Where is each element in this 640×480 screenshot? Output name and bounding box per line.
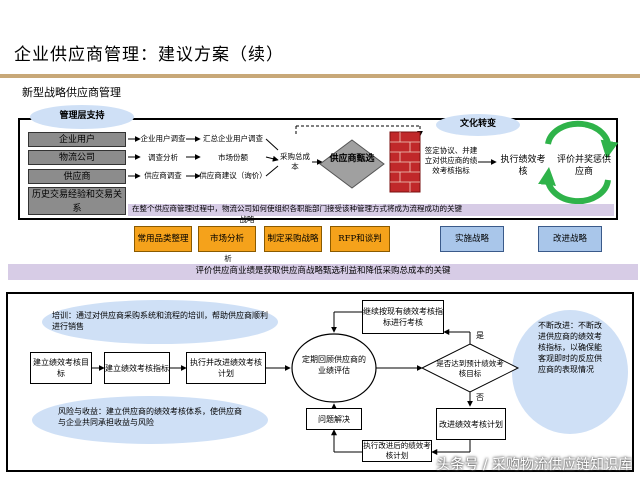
risk-benefit-note: 风险与收益：建立供应商的绩效考核体系，使供应商与企业共同承担收益与风险: [58, 407, 242, 427]
evaluate-suppliers-text: 评价并奖惩供应商: [556, 155, 611, 177]
label-no: 否: [476, 393, 484, 402]
step-implement-strategy: 实施战略: [440, 226, 504, 252]
label-yes: 是: [476, 331, 484, 340]
step-supplier-quote: 供应商建议（询价）: [199, 171, 267, 180]
box-set-targets: 建立绩效考核目标: [30, 352, 92, 384]
step-rfp-negotiation: RFP和谈判: [330, 226, 390, 252]
label-enterprise-users: 企业用户: [28, 132, 126, 147]
overflow-text-1: 战略: [239, 215, 255, 224]
step-market-share: 市场份额: [218, 153, 248, 162]
culture-change-label: 文化转变: [459, 119, 496, 129]
sign-agreement-text: 签定协议、并建立对供应商的绩效考核指标: [424, 146, 478, 175]
box-continue-current: 继续按现有绩效考核指标进行考核: [362, 300, 444, 334]
box-set-indicators: 建立绩效考核指标: [104, 352, 170, 384]
bottom-diagram-frame: [6, 292, 634, 472]
step-improve-strategy: 改进战略: [538, 226, 602, 252]
box-problem-solving: 问题解决: [306, 408, 362, 430]
circle-periodic-review: 定期回顾供应商的业绩评估: [302, 355, 366, 375]
total-cost-label: 采购总成本: [280, 152, 310, 171]
step-market-analysis: 市场分析: [198, 226, 256, 252]
label-logistics-company: 物流公司: [28, 150, 126, 165]
title-divider: [0, 74, 640, 78]
key-evaluation-band: 评价供应商业绩是获取供应商战略甄选利益和降低采购总成本的关键: [8, 264, 638, 280]
key-success-band: 在整个供应商管理过程中，物流公司如何使组织各职能部门接受该种管理方式将成为流程成…: [128, 204, 614, 216]
training-note: 培训：通过对供应商采购系统和流程的培训，帮助供应商顺利进行销售: [52, 311, 268, 331]
mgmt-support-label: 管理层支持: [59, 111, 105, 121]
watermark-text: 头条号 / 采购物流供应链知识库: [436, 457, 632, 473]
page-title: 企业供应商管理：建议方案（续）: [14, 45, 284, 65]
label-suppliers: 供应商: [28, 169, 126, 184]
label-history: 历史交易经验和交易关系: [28, 187, 126, 215]
step-survey-analysis: 调查分析: [148, 153, 178, 162]
step-summary-survey: 汇总企业用户调查: [203, 134, 263, 143]
step-category-sort: 常用品类整理: [134, 226, 192, 252]
supplier-selection-diamond: 供应商甄选: [329, 154, 375, 164]
step-user-survey: 企业用户调查: [140, 134, 186, 143]
box-improve-plan: 改进绩效考核计划: [436, 408, 506, 440]
overflow-text-3: 析: [224, 254, 232, 263]
box-execute-plan: 执行并改进绩效考核计划: [186, 352, 266, 384]
diamond-target-reached: 是否达到预计绩效考核目标: [436, 359, 504, 378]
perform-evaluation-text: 执行绩效考核: [500, 155, 546, 177]
section-subtitle: 新型战略供应商管理: [22, 86, 121, 99]
step-purchasing-strategy: 制定采购战略: [264, 226, 322, 252]
box-execute-improved-plan: 执行改进后的绩效考核计划: [362, 440, 432, 462]
continuous-improvement-note: 不断改进：不断改进供应商的绩效考核指标，以确保能客观即时的反应供应商的表现情况: [538, 321, 602, 374]
top-diagram-frame: [18, 118, 618, 220]
step-supplier-survey: 供应商调查: [144, 171, 182, 180]
